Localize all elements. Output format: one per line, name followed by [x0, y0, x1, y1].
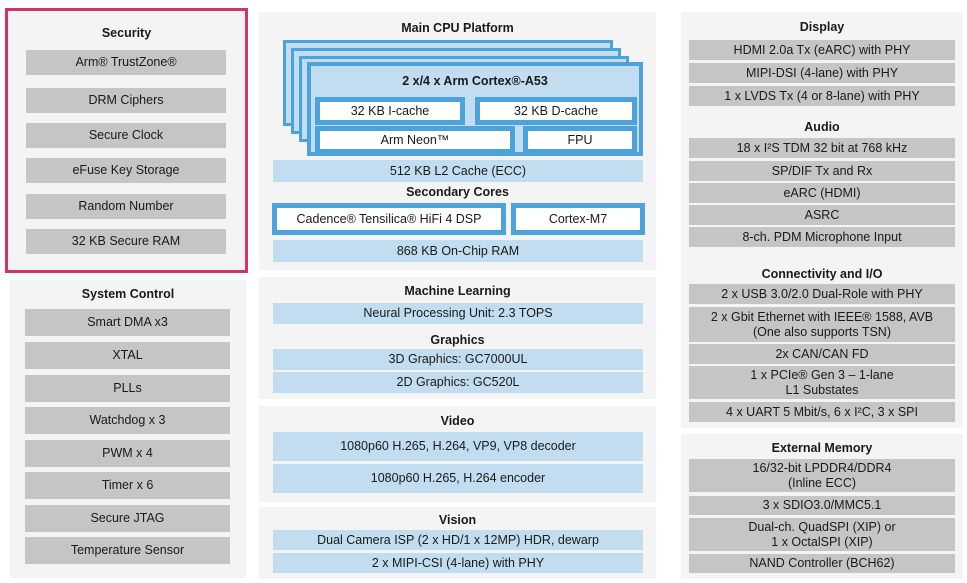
cpu-platform-title: Main CPU Platform [401, 21, 514, 35]
block-2d-graphics: 2D Graphics: GC520L [273, 372, 643, 393]
vision-panel: Vision Dual Camera ISP (2 x HD/1 x 12MP)… [259, 507, 656, 579]
block-drm-ciphers: DRM Ciphers [26, 88, 226, 113]
connectivity-title: Connectivity and I/O [761, 267, 883, 281]
ml-graphics-panel: Machine Learning Neural Processing Unit:… [259, 277, 656, 399]
ml-title: Machine Learning [404, 284, 511, 298]
external-memory-panel: External Memory 16/32-bit LPDDR4/DDR4 (I… [681, 434, 963, 579]
block-lpddr4: 16/32-bit LPDDR4/DDR4 (Inline ECC) [689, 459, 955, 492]
block-hifi4-dsp: Cadence® Tensilica® HiFi 4 DSP [272, 203, 506, 235]
security-title: Security [101, 26, 152, 40]
block-asrc: ASRC [689, 205, 955, 225]
block-ethernet: 2 x Gbit Ethernet with IEEE® 1588, AVB (… [689, 307, 955, 342]
block-video-decoder: 1080p60 H.265, H.264, VP9, VP8 decoder [273, 432, 643, 461]
block-cortex-m7: Cortex-M7 [511, 203, 645, 235]
system-control-title: System Control [81, 287, 175, 301]
block-arm-neon: Arm Neon™ [315, 126, 515, 154]
block-earc: eARC (HDMI) [689, 183, 955, 203]
block-plls: PLLs [25, 375, 230, 402]
block-secure-jtag: Secure JTAG [25, 505, 230, 532]
block-watchdog: Watchdog x 3 [25, 407, 230, 434]
block-mipi-dsi: MIPI-DSI (4-lane) with PHY [689, 63, 955, 83]
vision-title: Vision [438, 513, 477, 527]
block-timer: Timer x 6 [25, 472, 230, 499]
block-secure-ram: 32 KB Secure RAM [26, 229, 226, 254]
block-random-number: Random Number [26, 194, 226, 219]
block-secure-clock: Secure Clock [26, 123, 226, 148]
block-pdm-mic: 8-ch. PDM Microphone Input [689, 227, 955, 247]
block-fpu: FPU [523, 126, 637, 154]
video-panel: Video 1080p60 H.265, H.264, VP9, VP8 dec… [259, 406, 656, 502]
block-i2s-tdm: 18 x I²S TDM 32 bit at 768 kHz [689, 138, 955, 158]
block-lvds-tx: 1 x LVDS Tx (4 or 8-lane) with PHY [689, 86, 955, 106]
block-sdio: 3 x SDIO3.0/MMC5.1 [689, 496, 955, 515]
block-3d-graphics: 3D Graphics: GC7000UL [273, 349, 643, 370]
block-can-fd: 2x CAN/CAN FD [689, 344, 955, 364]
system-control-panel: System Control Smart DMA x3 XTAL PLLs Wa… [10, 280, 246, 578]
external-memory-title: External Memory [771, 441, 873, 455]
core-title: 2 x/4 x Arm Cortex®-A53 [315, 68, 635, 94]
block-hdmi-tx: HDMI 2.0a Tx (eARC) with PHY [689, 40, 955, 60]
block-dcache: 32 KB D-cache [475, 97, 637, 125]
block-uart-i2c-spi: 4 x UART 5 Mbit/s, 6 x I²C, 3 x SPI [689, 402, 955, 422]
block-xtal: XTAL [25, 342, 230, 369]
security-panel: Security Arm® TrustZone® DRM Ciphers Sec… [5, 8, 248, 273]
cpu-platform-panel: Main CPU Platform 2 x/4 x Arm Cortex®-A5… [259, 12, 656, 270]
cortex-a53-cluster: 2 x/4 x Arm Cortex®-A53 32 KB I-cache 32… [307, 62, 643, 156]
secondary-cores-title: Secondary Cores [406, 185, 509, 199]
block-efuse-key-storage: eFuse Key Storage [26, 158, 226, 183]
block-arm-trustzone: Arm® TrustZone® [26, 50, 226, 75]
block-icache: 32 KB I-cache [315, 97, 465, 125]
block-video-encoder: 1080p60 H.265, H.264 encoder [273, 464, 643, 493]
block-quadspi: Dual-ch. QuadSPI (XIP) or 1 x OctalSPI (… [689, 518, 955, 551]
block-smart-dma: Smart DMA x3 [25, 309, 230, 336]
block-l2-cache: 512 KB L2 Cache (ECC) [273, 160, 643, 182]
block-spdif: SP/DIF Tx and Rx [689, 161, 955, 181]
block-pwm: PWM x 4 [25, 440, 230, 467]
block-on-chip-ram: 868 KB On-Chip RAM [273, 240, 643, 262]
connectivity-panel: Connectivity and I/O 2 x USB 3.0/2.0 Dua… [681, 262, 963, 428]
graphics-title: Graphics [430, 333, 485, 347]
block-nand: NAND Controller (BCH62) [689, 554, 955, 573]
display-title: Display [799, 20, 845, 34]
video-title: Video [440, 414, 475, 428]
block-mipi-csi: 2 x MIPI-CSI (4-lane) with PHY [273, 553, 643, 573]
block-pcie: 1 x PCIe® Gen 3 – 1-lane L1 Substates [689, 366, 955, 399]
audio-title: Audio [804, 120, 840, 134]
block-usb: 2 x USB 3.0/2.0 Dual-Role with PHY [689, 284, 955, 304]
block-temperature-sensor: Temperature Sensor [25, 537, 230, 564]
block-npu: Neural Processing Unit: 2.3 TOPS [273, 303, 643, 324]
block-camera-isp: Dual Camera ISP (2 x HD/1 x 12MP) HDR, d… [273, 530, 643, 550]
display-audio-panel: Display HDMI 2.0a Tx (eARC) with PHY MIP… [681, 12, 963, 262]
